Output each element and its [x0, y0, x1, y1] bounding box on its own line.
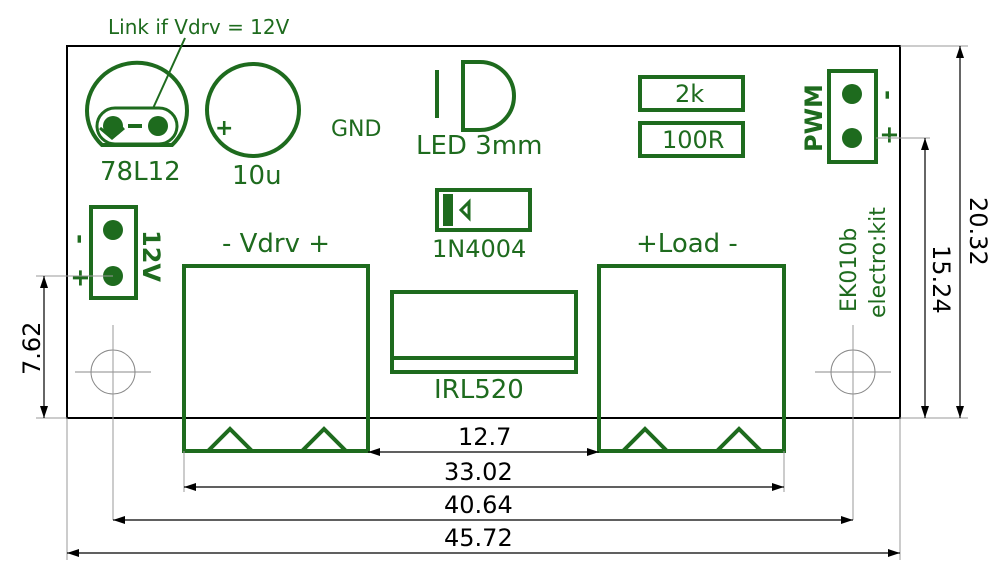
dimension-12-7 [368, 448, 599, 456]
resistor-100r-outline [638, 121, 745, 158]
pwm-pin-plus [842, 128, 862, 148]
dimension-20-32 [900, 45, 968, 419]
capacitor-label: 10u [232, 161, 282, 191]
board-outline [66, 45, 901, 419]
power-pin-minus [103, 220, 123, 240]
power-connector-outline [89, 205, 138, 300]
dimension-15-24 [876, 137, 930, 418]
load-label: +Load - [636, 229, 738, 259]
regulator-mark [99, 126, 125, 140]
diode-symbol [458, 198, 471, 222]
resistor-2k-outline [638, 75, 745, 112]
pwm-pin-minus [842, 84, 862, 104]
board-brand: electro:kit [866, 207, 891, 318]
vdrv-label: - Vdrv + [222, 229, 330, 259]
pwm-plus-label: + [875, 125, 903, 145]
gnd-label: GND [331, 117, 381, 142]
led-footprint [435, 60, 516, 132]
dim-board-height: 20.32 [964, 197, 992, 266]
load-screw-2 [715, 426, 763, 453]
regulator-pin-2 [148, 116, 168, 136]
dimension-45-72 [66, 418, 901, 560]
dimension-40-64 [113, 516, 853, 524]
pwm-connector-outline [827, 69, 878, 164]
dimension-33-02 [183, 451, 785, 492]
mosfet-outline [390, 290, 578, 374]
diode-outline [435, 188, 532, 232]
resistor-100r-label: 100R [662, 126, 724, 154]
load-terminal-outline [597, 264, 786, 453]
power-minus-label: - [64, 234, 92, 244]
led-label: LED 3mm [416, 131, 542, 161]
vdrv-screw-1 [206, 426, 254, 453]
diode-label: 1N4004 [432, 235, 526, 263]
dim-hole-height: 7.62 [18, 322, 46, 375]
diode-band [443, 194, 453, 226]
dim-terminal-spacing: 12.7 [458, 423, 511, 451]
resistor-2k-label: 2k [675, 80, 704, 108]
board-name: EK010b [837, 228, 862, 312]
pwm-minus-label: - [872, 90, 900, 100]
regulator-outline [85, 60, 189, 147]
mosfet-label: IRL520 [434, 375, 524, 405]
link-note: Link if Vdrv = 12V [108, 15, 290, 39]
vdrv-terminal-outline [182, 264, 370, 453]
vdrv-screw-2 [300, 426, 348, 453]
power-voltage-label: 12V [137, 230, 165, 282]
regulator-link [128, 124, 142, 128]
power-plus-label: + [66, 268, 94, 288]
mounting-hole-left [75, 325, 151, 520]
regulator-pin-1 [103, 116, 123, 136]
regulator-label: 78L12 [100, 157, 181, 187]
load-screw-1 [621, 426, 669, 453]
pwm-label: PWM [800, 84, 828, 152]
dim-terminal-span: 33.02 [444, 458, 513, 486]
regulator-78l12 [85, 60, 189, 147]
mounting-hole-right [815, 325, 891, 520]
dim-pwm-height: 15.24 [927, 245, 955, 314]
capacitor-outline [205, 62, 301, 158]
dim-board-width: 45.72 [444, 524, 513, 552]
dimension-7-62 [36, 275, 113, 419]
dim-hole-spacing: 40.64 [444, 491, 513, 519]
capacitor-plus: + [215, 116, 233, 141]
link-pointer [149, 37, 186, 116]
